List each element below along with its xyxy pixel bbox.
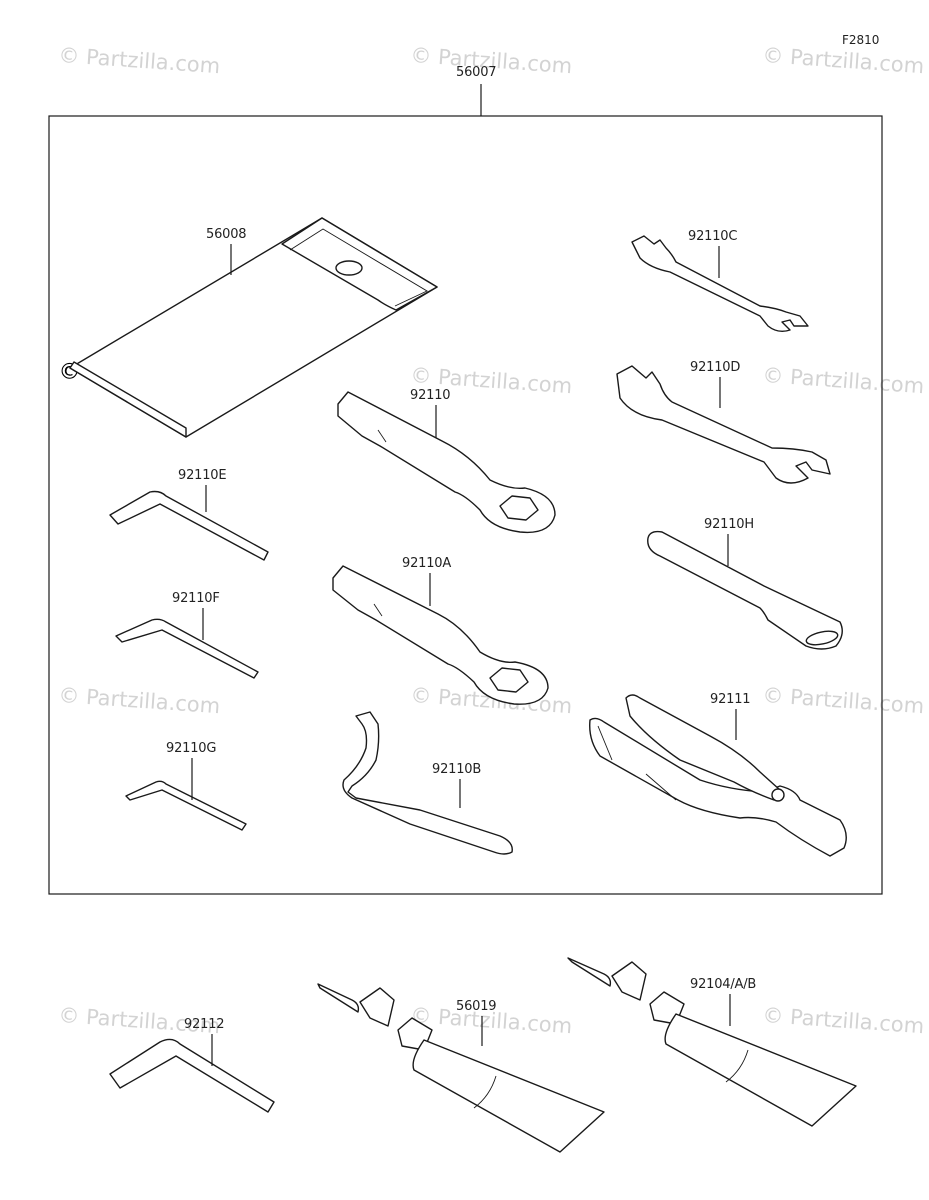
tool-bag-icon	[69, 217, 438, 438]
part-label-92112[interactable]: 92111	[710, 692, 751, 707]
watermark-text: © Partzilla.com	[762, 1003, 925, 1038]
box-wrench-icon	[337, 391, 556, 534]
part-label-56007[interactable]: 56007	[456, 65, 497, 80]
part-label-92110[interactable]: 92110	[410, 388, 451, 403]
hex-key-icon	[109, 490, 269, 561]
pliers-icon	[589, 694, 847, 857]
adhesive-tube-icon	[317, 983, 605, 1153]
part-label-56019[interactable]: 56019	[456, 999, 497, 1014]
part-label-56008[interactable]: 56008	[206, 227, 247, 242]
part-label-92110F[interactable]: 92110F	[172, 591, 220, 606]
open-end-wrench-icon	[631, 235, 809, 333]
part-label-92110B[interactable]: 92110B	[432, 762, 481, 777]
part-label-92110E[interactable]: 92110E	[178, 468, 227, 483]
part-label-92104AB[interactable]: 92104/A/B	[690, 977, 756, 992]
part-label-92110G[interactable]: 92110G	[166, 741, 216, 756]
watermark-text: © Partzilla.com	[762, 363, 925, 398]
part-label-92110C[interactable]: 92110C	[688, 229, 738, 244]
part-label-92110A[interactable]: 92110A	[402, 556, 452, 571]
box-wrench-icon	[332, 565, 549, 705]
watermark-layer: © Partzilla.com © Partzilla.com © Partzi…	[58, 43, 925, 1038]
hex-key-icon	[125, 780, 247, 831]
adhesive-tube-icon	[567, 957, 857, 1127]
diagram-ref-code: F2810	[842, 33, 879, 47]
watermark-text: © Partzilla.com	[762, 683, 925, 718]
part-label-92111[interactable]: 92110H	[704, 517, 754, 532]
part-label-92110D[interactable]: 92110D	[690, 360, 741, 375]
hook-spanner-icon	[342, 711, 513, 855]
tool-kit-box	[48, 115, 883, 895]
watermark-text: © Partzilla.com	[762, 43, 925, 78]
watermark-text: © Partzilla.com	[58, 683, 221, 718]
hex-key-icon	[115, 618, 259, 679]
open-end-wrench-icon	[616, 365, 831, 484]
part-label-92110H[interactable]: 92112	[184, 1017, 225, 1032]
watermark-text: © Partzilla.com	[58, 43, 221, 78]
extension-tube-icon	[647, 530, 843, 650]
hex-key-icon	[109, 1038, 275, 1113]
